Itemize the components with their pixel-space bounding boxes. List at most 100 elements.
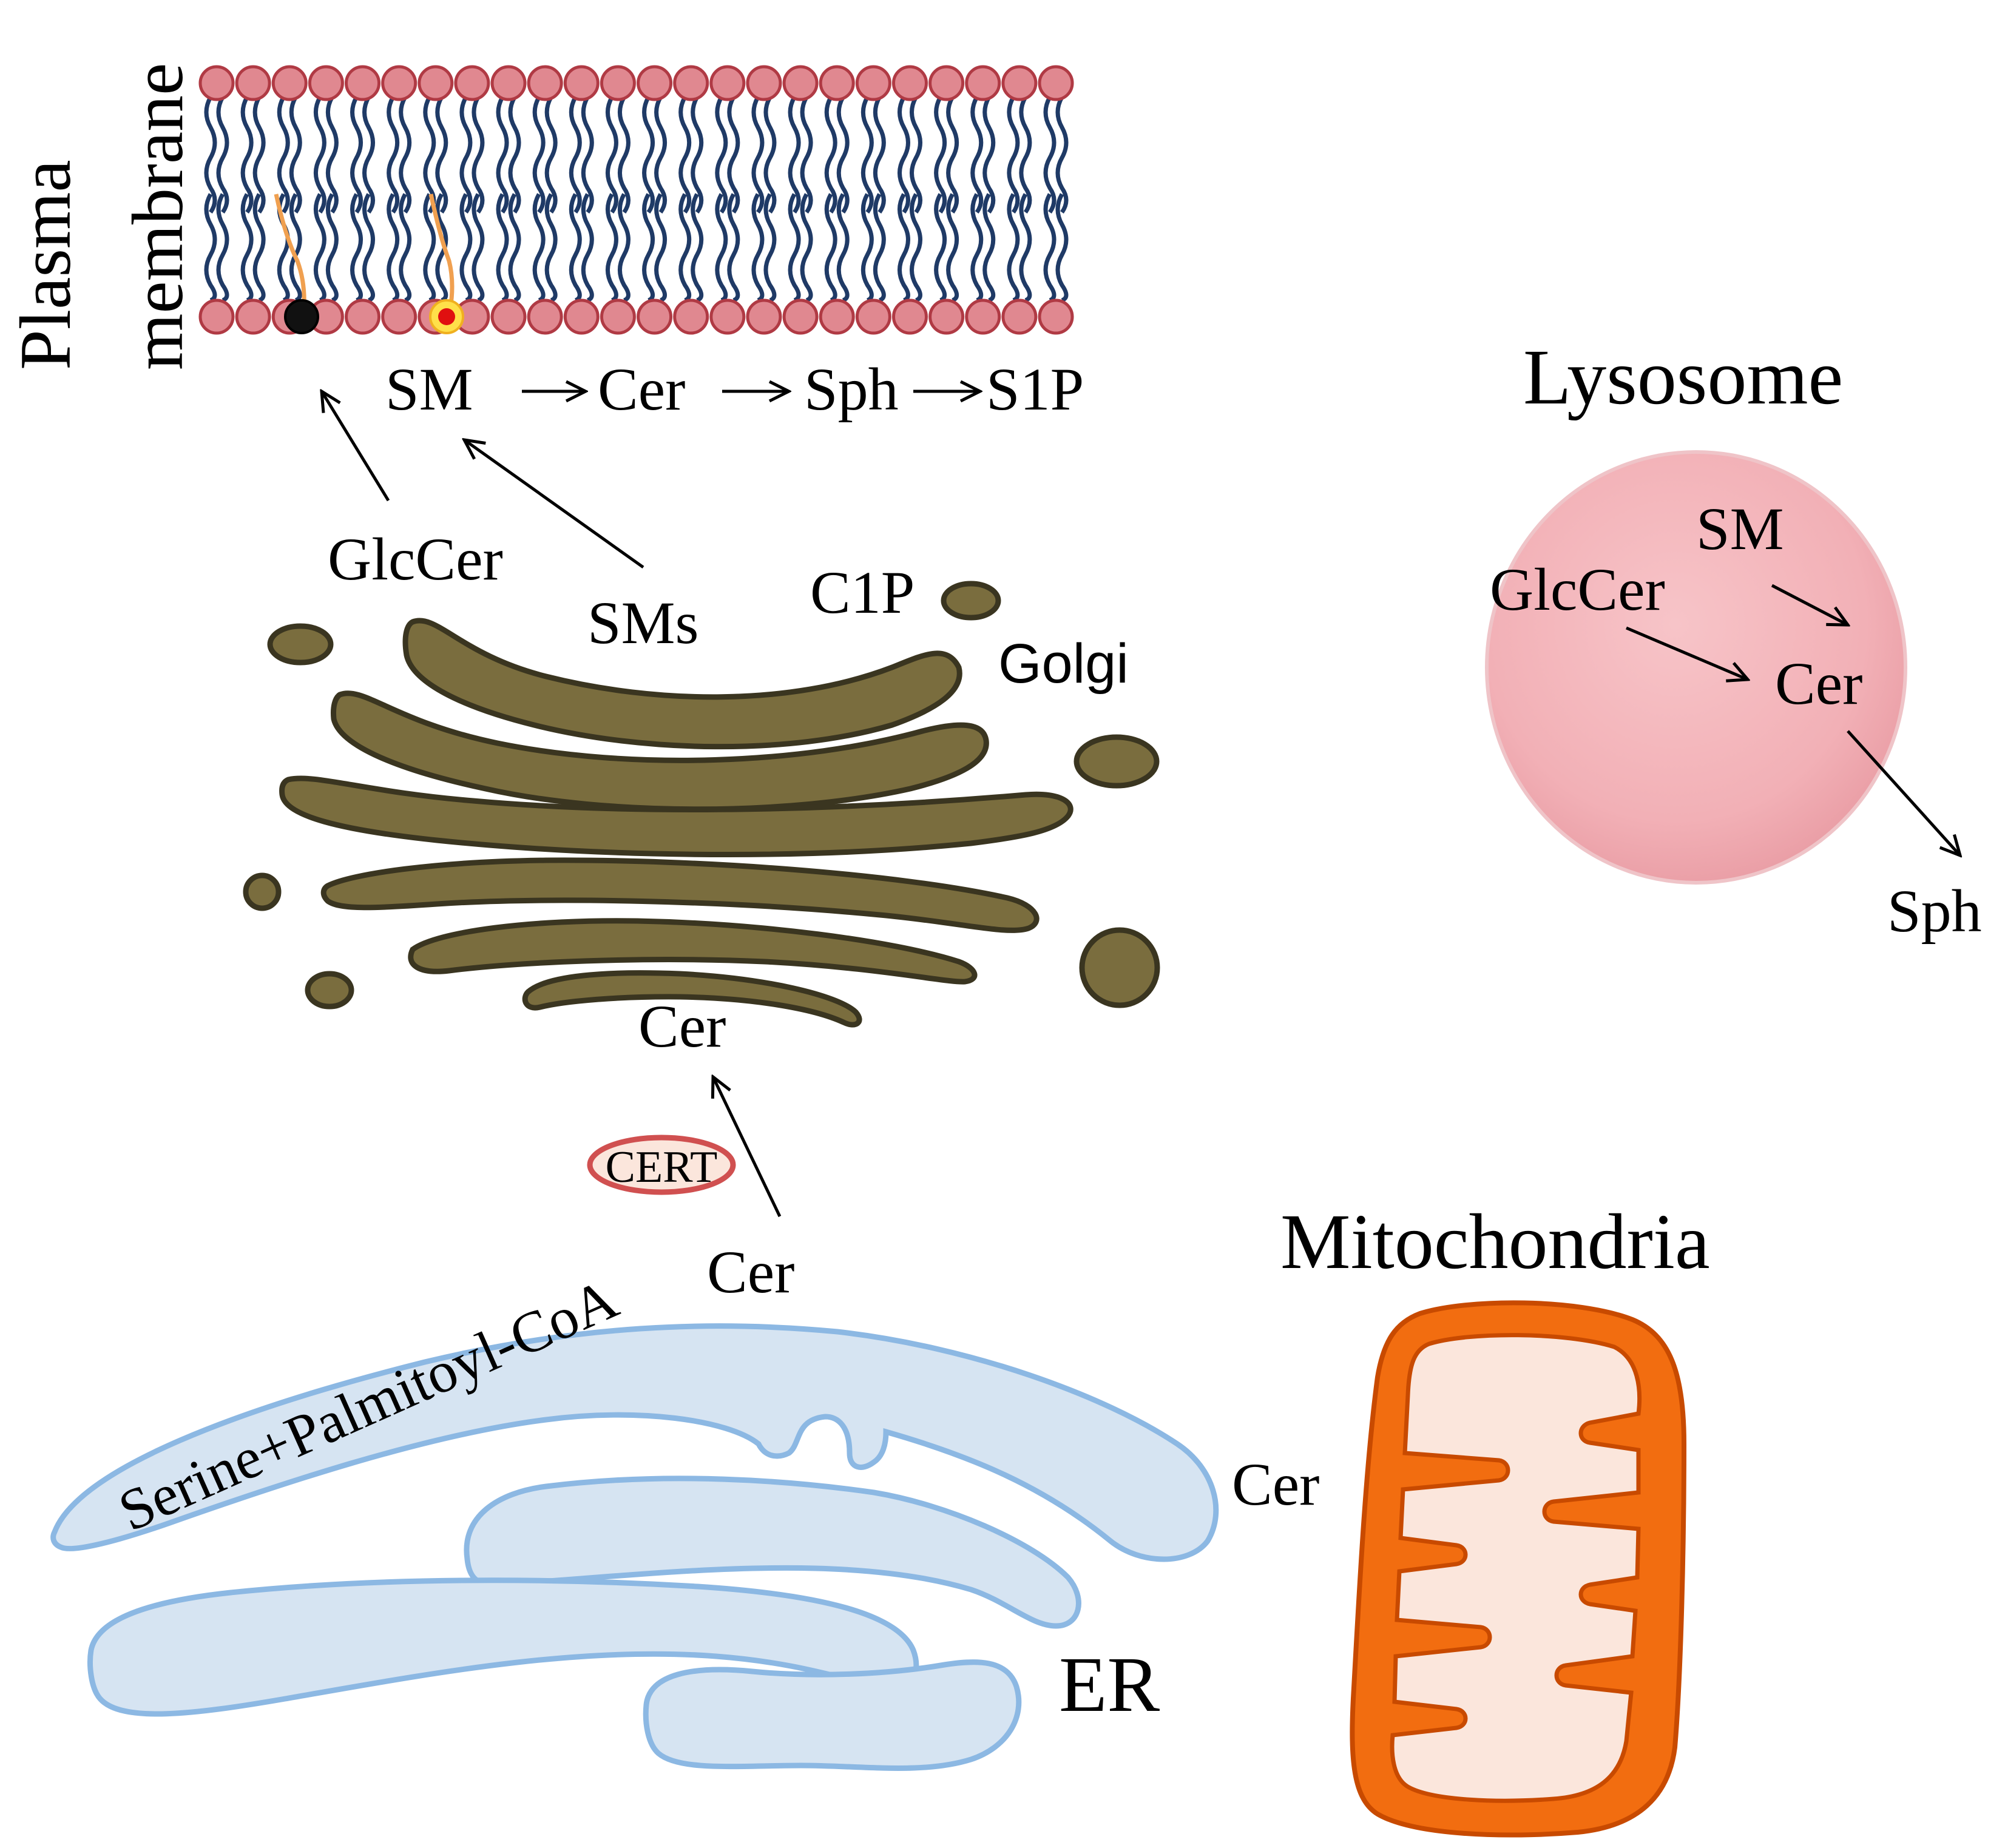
lipid-tail: [362, 193, 376, 303]
lipid-tail: [824, 193, 837, 303]
lipid-tail: [581, 96, 594, 214]
lipid-tail: [459, 96, 473, 214]
pm-sph-label: Sph: [804, 356, 899, 423]
lipid-tail: [1055, 96, 1069, 214]
lipid-head: [198, 65, 235, 101]
lipid-tail: [824, 96, 837, 214]
lipid-tail: [727, 193, 740, 303]
lipid-head: [381, 298, 418, 335]
pm-sm-label: SM: [385, 356, 473, 423]
lipid-tail: [1007, 96, 1020, 214]
plasma-membrane-label-line2: membrane: [117, 63, 198, 370]
er-cisterna: [50, 1323, 1219, 1562]
lipid-head: [855, 298, 891, 335]
lipid-tail: [240, 96, 254, 214]
lipid-head: [928, 298, 965, 335]
lipid-tail: [800, 96, 813, 214]
lipid-tail: [934, 96, 947, 214]
lipid-tail: [678, 96, 692, 214]
mito-cer-label: Cer: [1232, 1451, 1319, 1518]
er-cisterna: [643, 1659, 1022, 1771]
lipid-head: [673, 298, 709, 335]
lipid-tail: [325, 96, 339, 214]
lipid-head: [527, 65, 563, 101]
lipid-tail: [897, 193, 910, 303]
lipid-head: [891, 298, 928, 335]
arrow-sms-to-sm: [464, 440, 644, 569]
lipid-tail: [472, 96, 485, 214]
golgi-cisterna: [320, 857, 1040, 933]
lipid-head: [454, 65, 490, 101]
lipid-head: [709, 298, 746, 335]
lipid-tail: [654, 193, 668, 303]
lipid-tail: [544, 193, 558, 303]
lipid-head: [527, 298, 563, 335]
lipid-tail: [763, 96, 777, 214]
lipid-head: [891, 65, 928, 101]
lipid-head: [965, 65, 1001, 101]
lipid-tail: [982, 96, 996, 214]
golgi-cisterna: [402, 618, 962, 750]
lipid-tail: [860, 96, 874, 214]
lipid-tail: [362, 96, 376, 214]
lipid-head: [198, 298, 235, 335]
lipid-head: [600, 298, 636, 335]
lipid-tail: [691, 96, 704, 214]
golgi-vesicle: [243, 872, 282, 911]
lipid-tail: [569, 96, 582, 214]
lipid-tail: [508, 193, 521, 303]
lipid-tail: [350, 193, 363, 303]
lipid-tail: [836, 96, 850, 214]
lipid-tail: [1007, 193, 1020, 303]
arrow-lyso-cer-to-sph: [1847, 730, 1960, 855]
lipid-tail: [1019, 96, 1032, 214]
lipid-tail: [970, 96, 984, 214]
lyso-cer-label: Cer: [1775, 650, 1862, 717]
lyso-glccer-label: GlcCer: [1490, 556, 1665, 623]
lipid-head: [673, 65, 709, 101]
arrow-lyso-glccer-to-cer: [1626, 626, 1748, 680]
er-label: ER: [1059, 1641, 1160, 1728]
lipid-tail: [532, 96, 546, 214]
lipid-tail: [313, 193, 326, 303]
golgi-cer-label: Cer: [638, 993, 726, 1060]
golgi-label: Golgi: [998, 633, 1129, 695]
lipid-tail: [423, 193, 436, 303]
lysosome-label: Lysosome: [1523, 334, 1843, 421]
golgi-vesicle: [267, 623, 334, 666]
lipid-tail: [435, 96, 448, 214]
lipid-tail: [313, 96, 326, 214]
lipid-head: [563, 65, 600, 101]
special-lipid-tail: [274, 194, 306, 316]
lipid-tail: [216, 193, 229, 303]
golgi-cisterna: [279, 775, 1074, 858]
lipid-tail: [252, 193, 266, 303]
special-lipid-tail: [428, 194, 455, 316]
lipid-tail: [1043, 96, 1057, 214]
lipid-tail: [459, 193, 473, 303]
special-lipid-head-core: [438, 308, 455, 325]
lipid-tail: [325, 193, 339, 303]
lipid-tail: [252, 96, 266, 214]
lipid-tail: [240, 193, 254, 303]
er-cer-label: Cer: [707, 1238, 794, 1306]
lipid-tail: [605, 96, 618, 214]
lipid-tail: [860, 193, 874, 303]
lipid-tail: [1019, 193, 1032, 303]
lipid-tail: [544, 96, 558, 214]
lipid-tail: [508, 96, 521, 214]
cert-label: CERT: [606, 1142, 718, 1192]
lipid-head: [418, 65, 454, 101]
pm-cer-label: Cer: [598, 356, 685, 423]
lipid-head: [746, 65, 782, 101]
lipid-tail: [715, 96, 728, 214]
lipid-tail: [605, 193, 618, 303]
lipid-tail: [800, 193, 813, 303]
lipid-tail: [496, 96, 509, 214]
special-lipid-head-black: [284, 299, 319, 334]
lipid-head: [1001, 65, 1038, 101]
lipid-tail: [1055, 193, 1069, 303]
lipid-heads-inner: [198, 298, 1074, 335]
arrow-lyso-sm-to-cer: [1771, 584, 1848, 625]
